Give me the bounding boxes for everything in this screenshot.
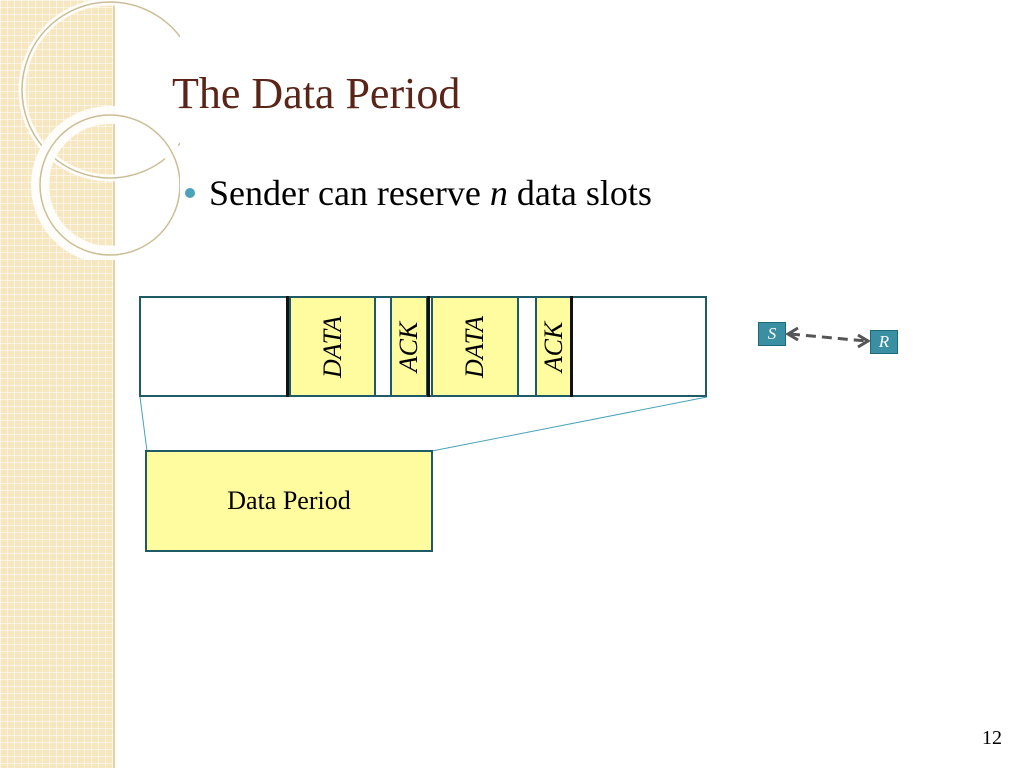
slot-divider — [427, 296, 430, 397]
slot-label: DATA — [317, 315, 347, 378]
bullet-text-end: data slots — [507, 173, 652, 213]
sender-node: S — [758, 322, 786, 346]
data-slot-1: DATA — [289, 296, 376, 397]
side-strip-border — [113, 0, 115, 768]
data-period-label: Data Period — [227, 486, 351, 515]
slot-label: ACK — [394, 321, 423, 372]
data-period-box: Data Period — [145, 450, 433, 552]
bullet-dot-icon — [185, 187, 195, 198]
slide-title: The Data Period — [172, 69, 461, 118]
bullet-text-emphasis: n — [489, 173, 508, 213]
slot-label: ACK — [538, 321, 568, 372]
page-number: 12 — [982, 727, 1002, 749]
decorative-circles — [18, 0, 180, 260]
receiver-node: R — [870, 330, 898, 354]
data-slot-2: DATA — [431, 296, 519, 397]
slot-divider — [570, 296, 573, 397]
bullet-text-start: Sender can reserve — [209, 173, 490, 213]
bullet-item: Sender can reserve n data slots — [185, 172, 652, 214]
ack-slot-2: ACK — [535, 296, 572, 397]
ack-slot-1: ACK — [390, 296, 428, 397]
slot-label: DATA — [460, 315, 489, 378]
slot-divider — [286, 296, 289, 397]
